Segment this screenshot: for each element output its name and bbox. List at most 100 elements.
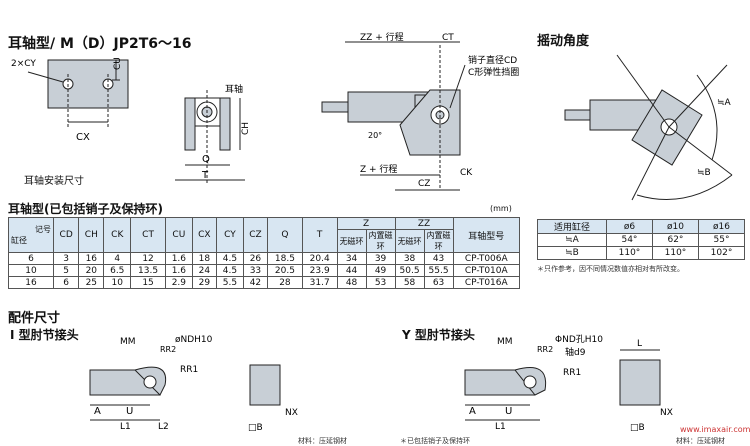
table-title: 耳轴型(已包括销子及保持环) — [8, 202, 163, 216]
i-l1-label: L1 — [120, 422, 131, 432]
value-cell: 20.5 — [267, 264, 303, 277]
ch-label: CH — [241, 122, 251, 135]
i-rr1-label: RR1 — [180, 365, 198, 375]
swing-row: ≒B 110° 110° 102° — [537, 246, 746, 260]
z-label: Z + 行程 — [360, 163, 397, 175]
watermark: www.imaxair.com — [680, 425, 750, 434]
i-mm-label: MM — [120, 337, 136, 347]
cz-label: CZ — [418, 179, 430, 189]
value-cell: 48 — [336, 276, 367, 289]
value-cell: 5.5 — [215, 276, 244, 289]
swing-note: ＊只作参考，因不同情况数值亦相对有所改变。 — [537, 265, 684, 273]
i-joint-drawing: A U L1 L2 MM RR2 øNDH10 RR1 □B NX — [89, 335, 298, 433]
swing-cell: ≒A — [537, 233, 607, 247]
y-l-label: L — [637, 339, 642, 349]
model-header: 耳轴型号 — [452, 217, 521, 253]
y-u-label: U — [505, 406, 512, 417]
i-l2-label: L2 — [158, 422, 169, 432]
i-joint-title: I 型肘节接头 — [10, 328, 79, 342]
value-cell: 55.5 — [423, 264, 454, 277]
col-header: CY — [215, 217, 244, 253]
y-joint-title: Y 型肘节接头 — [402, 328, 475, 342]
value-cell: 50.5 — [394, 264, 425, 277]
col-header: CU — [164, 217, 193, 253]
parts-title: 配件尺寸 — [8, 311, 61, 326]
cx-label: CX — [76, 132, 90, 143]
bore-cell: 10 — [8, 264, 54, 277]
mount-caption: 耳轴安装尺寸 — [24, 176, 84, 187]
value-cell: 53 — [365, 276, 396, 289]
pin-note: ＊已包括销子及保持环 — [400, 437, 470, 445]
cylinder-drawing: ZZ + 行程 CT Z + 行程 CZ CK 20° 销子直径CD C形弹性挡… — [321, 31, 519, 191]
sub-header: 无磁环 — [336, 229, 367, 253]
ck-label: CK — [460, 168, 473, 178]
dimension-table: 记号 缸径 CD CH CK CT CU CX CY CZ Q T Z ZZ 耳… — [8, 217, 521, 289]
sub-header: 内置磁环 — [365, 229, 396, 253]
col-header: CD — [52, 217, 80, 253]
value-cell: 31.7 — [301, 276, 338, 289]
col-header: CZ — [242, 217, 269, 253]
value-cell: 13.5 — [130, 264, 166, 277]
value-cell: 16 — [78, 252, 105, 265]
value-cell: 44 — [336, 264, 367, 277]
value-cell: 20 — [78, 264, 105, 277]
swing-header: ø16 — [697, 219, 746, 234]
swing-drawing: ≒A ≒B — [564, 54, 733, 201]
value-cell: 33 — [242, 264, 269, 277]
value-cell: 26 — [242, 252, 269, 265]
swing-a-label: ≒A — [717, 98, 732, 108]
value-cell: 49 — [365, 264, 396, 277]
group-header-zz: ZZ — [394, 217, 454, 230]
i-nx-label: NX — [285, 408, 298, 418]
cu-label: CU — [113, 57, 123, 70]
model-cell: CP-T016A — [452, 276, 521, 289]
value-cell: 6 — [52, 276, 80, 289]
model-cell: CP-T010A — [452, 264, 521, 277]
material-note-1: 材料：压延钢材 — [298, 437, 347, 445]
value-cell: 6.5 — [103, 264, 132, 277]
table-unit: (mm) — [490, 204, 512, 213]
swing-cell: 102° — [697, 246, 746, 260]
2cy-label: 2×CY — [11, 59, 36, 69]
value-cell: 1.6 — [164, 264, 193, 277]
angle-label: 20° — [368, 131, 382, 140]
swing-row: ≒A 54° 62° 55° — [537, 233, 746, 247]
value-cell: 28 — [267, 276, 303, 289]
value-cell: 23.9 — [301, 264, 338, 277]
col-header: CX — [191, 217, 217, 253]
group-header-z: Z — [336, 217, 396, 230]
y-l1-label: L1 — [495, 422, 506, 432]
pin-label-2: C形弹性挡圈 — [468, 66, 519, 78]
i-nd-label: øNDH10 — [175, 335, 213, 345]
value-cell: 42 — [242, 276, 269, 289]
bore-cell: 16 — [8, 276, 54, 289]
value-cell: 4 — [103, 252, 132, 265]
y-rr2-label: RR2 — [537, 345, 553, 354]
section-title: 耳轴型/ M（D）JP2T6～16 — [8, 36, 192, 52]
i-rr2-label: RR2 — [160, 345, 176, 354]
q-label: Q — [202, 154, 210, 165]
value-cell: 18.5 — [267, 252, 303, 265]
swing-cell: 54° — [605, 233, 653, 247]
ct-label: CT — [442, 33, 454, 43]
value-cell: 38 — [394, 252, 425, 265]
value-cell: 3 — [52, 252, 80, 265]
value-cell: 63 — [423, 276, 454, 289]
y-joint-drawing: A U L1 MM RR2 ΦND孔H10 轴d9 RR1 L □B NX — [464, 334, 673, 433]
swing-table: 适用缸径 ø6 ø10 ø16 ≒A 54° 62° 55° ≒B 110° 1… — [537, 219, 746, 260]
y-a-label: A — [469, 406, 476, 417]
swing-cell: 55° — [697, 233, 746, 247]
value-cell: 4.5 — [215, 264, 244, 277]
swing-title: 摇动角度 — [537, 34, 590, 49]
value-cell: 25 — [78, 276, 105, 289]
value-cell: 24 — [191, 264, 217, 277]
corner-bottom: 缸径 — [11, 236, 27, 245]
value-cell: 1.6 — [164, 252, 193, 265]
value-cell: 39 — [365, 252, 396, 265]
value-cell: 10 — [103, 276, 132, 289]
value-cell: 20.4 — [301, 252, 338, 265]
value-cell: 58 — [394, 276, 425, 289]
trunnion-mount-drawing: CX 2×CY CU — [11, 57, 129, 143]
